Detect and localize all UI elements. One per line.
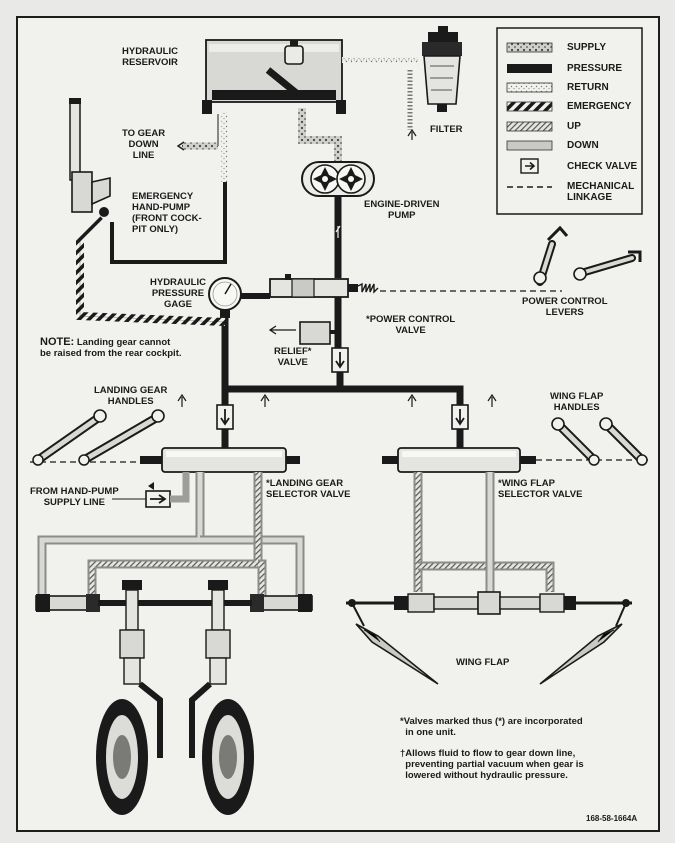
- filter-unit: [422, 26, 462, 112]
- label-relief-valve: RELIEF* VALVE: [274, 346, 312, 368]
- label-wing-flap-selector: *WING FLAP SELECTOR VALVE: [498, 478, 583, 500]
- legend-label-emergency: EMERGENCY: [567, 101, 632, 112]
- label-power-control-valve: *POWER CONTROL VALVE: [366, 314, 456, 336]
- engine-driven-pump: [301, 161, 375, 197]
- landing-gear-handles: [32, 409, 165, 466]
- label-landing-gear-handles: LANDING GEAR HANDLES: [94, 385, 168, 407]
- hydraulic-reservoir: [202, 39, 346, 114]
- landing-gear-left: [96, 580, 163, 815]
- label-landing-gear-selector: *LANDING GEAR SELECTOR VALVE: [266, 478, 351, 500]
- legend-swatch-supply: [506, 42, 553, 53]
- pressure-gage: [208, 277, 242, 318]
- supply-line-to-pump: [298, 108, 342, 168]
- legend-swatch-return: [506, 82, 553, 93]
- label-filter: FILTER: [430, 124, 463, 135]
- wing-flap-left: [351, 602, 439, 685]
- gear-actuator-bar: [35, 594, 313, 612]
- legend-label-check-valve: CHECK VALVE: [567, 161, 638, 172]
- legend-label-up: UP: [567, 121, 581, 132]
- check-valve-gear: [216, 404, 234, 430]
- note-block: NOTE: Landing gear cannot be raised from…: [40, 336, 182, 360]
- relief-valve: [299, 321, 338, 345]
- legend-label-mechanical: MECHANICAL LINKAGE: [567, 181, 635, 203]
- wing-flap-handles: [551, 417, 648, 466]
- legend-swatch-emergency: [506, 101, 553, 112]
- note-title: NOTE:: [40, 336, 75, 348]
- label-wing-flap: WING FLAP: [456, 657, 510, 668]
- legend-swatch-pressure: [507, 64, 552, 73]
- flap-actuator: [346, 591, 632, 615]
- check-valve-flap: [451, 404, 469, 430]
- footnote-asterisk: *Valves marked thus (*) are incorporated…: [400, 716, 583, 738]
- label-hydraulic-reservoir: HYDRAULIC RESERVOIR: [122, 46, 178, 68]
- legend-label-down: DOWN: [567, 140, 599, 151]
- wing-flap-right: [539, 602, 627, 685]
- legend-swatch-down: [506, 140, 553, 151]
- label-wing-flap-handles: WING FLAP HANDLES: [550, 391, 604, 413]
- check-valve-main: [331, 347, 349, 373]
- footnote-dagger: †Allows fluid to flow to gear down line,…: [400, 748, 584, 781]
- wing-flap-selector-valve: [382, 447, 536, 473]
- label-emergency-hand-pump: EMERGENCY HAND-PUMP (FRONT COCK- PIT ONL…: [132, 191, 202, 235]
- check-valve-hand-pump: [145, 490, 171, 508]
- power-control-valve: [269, 274, 379, 298]
- landing-gear-right: [189, 580, 254, 815]
- legend-swatch-check-valve: [520, 158, 539, 174]
- emergency-hand-pump: [69, 98, 111, 217]
- filter-arrow: [407, 128, 417, 140]
- drawing-code: 168-58-1664A: [586, 814, 638, 823]
- note-text: Landing gear cannot be raised from the r…: [40, 337, 182, 359]
- label-gear-down-line: TO GEAR DOWN LINE: [122, 128, 166, 161]
- landing-gear-selector-valve: [140, 447, 300, 473]
- reservoir-cap: [284, 40, 304, 65]
- label-pressure-gage: HYDRAULIC PRESSURE GAGE: [150, 277, 206, 310]
- legend-label-supply: SUPPLY: [567, 42, 607, 53]
- legend-label-return: RETURN: [567, 82, 609, 93]
- legend-box: [496, 27, 643, 215]
- label-engine-driven-pump: ENGINE-DRIVEN PUMP: [364, 199, 440, 221]
- label-power-control-levers: POWER CONTROL LEVERS: [522, 296, 608, 318]
- legend-label-pressure: PRESSURE: [567, 63, 623, 74]
- pressure-manifold: [225, 385, 464, 405]
- power-control-levers: [533, 225, 642, 286]
- label-from-hand-pump: FROM HAND-PUMP SUPPLY LINE: [30, 486, 119, 508]
- legend-swatch-up: [506, 121, 553, 132]
